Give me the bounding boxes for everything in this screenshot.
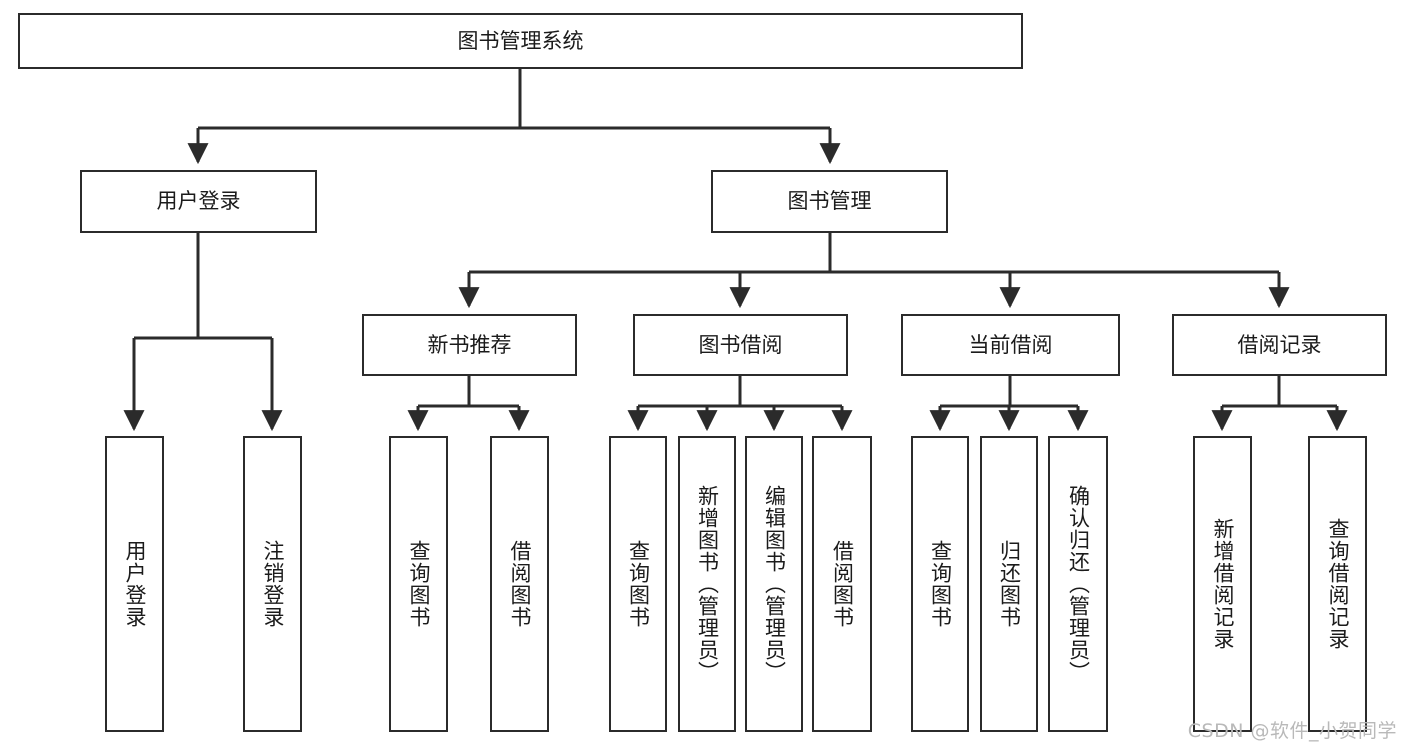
node-leaf-label: 确认归还（管理员） [1066, 485, 1091, 683]
node-leaf-label: 编辑图书（管理员） [762, 485, 787, 683]
node-leaf-book-borrow-query[interactable]: 查询图书 [609, 436, 667, 732]
node-leaf-book-borrow-borrow[interactable]: 借阅图书 [812, 436, 872, 732]
node-root-label: 图书管理系统 [457, 28, 584, 53]
node-leaf-current-borrow-query[interactable]: 查询图书 [911, 436, 969, 732]
node-leaf-label: 注销登录 [261, 540, 285, 628]
node-book-manage[interactable]: 图书管理 [711, 170, 948, 233]
node-leaf-user-login-login[interactable]: 用户登录 [105, 436, 164, 732]
node-leaf-current-borrow-return[interactable]: 归还图书 [980, 436, 1038, 732]
node-book-manage-label: 图书管理 [787, 189, 872, 214]
node-leaf-label: 借阅图书 [830, 540, 855, 628]
node-leaf-label: 查询图书 [407, 540, 431, 628]
node-leaf-label: 借阅图书 [508, 540, 532, 628]
node-leaf-label: 查询图书 [626, 540, 651, 628]
node-leaf-label: 新增图书（管理员） [695, 485, 720, 683]
node-leaf-new-book-borrow[interactable]: 借阅图书 [490, 436, 549, 732]
node-leaf-borrow-record-query[interactable]: 查询借阅记录 [1308, 436, 1367, 732]
node-current-borrow-label: 当前借阅 [968, 332, 1053, 357]
node-new-book-recommend-label: 新书推荐 [427, 332, 512, 357]
node-leaf-label: 查询借阅记录 [1326, 518, 1350, 650]
node-leaf-label: 查询图书 [928, 540, 953, 628]
node-leaf-user-login-logout[interactable]: 注销登录 [243, 436, 302, 732]
node-leaf-book-borrow-add[interactable]: 新增图书（管理员） [678, 436, 736, 732]
node-leaf-new-book-query[interactable]: 查询图书 [389, 436, 448, 732]
node-book-borrow[interactable]: 图书借阅 [633, 314, 848, 376]
node-book-borrow-label: 图书借阅 [698, 332, 783, 357]
node-borrow-record-label: 借阅记录 [1237, 332, 1322, 357]
node-leaf-current-borrow-confirm[interactable]: 确认归还（管理员） [1048, 436, 1108, 732]
node-user-login-label: 用户登录 [156, 189, 241, 214]
node-leaf-book-borrow-edit[interactable]: 编辑图书（管理员） [745, 436, 803, 732]
node-new-book-recommend[interactable]: 新书推荐 [362, 314, 577, 376]
node-root[interactable]: 图书管理系统 [18, 13, 1023, 69]
node-current-borrow[interactable]: 当前借阅 [901, 314, 1120, 376]
node-leaf-label: 新增借阅记录 [1211, 518, 1235, 650]
node-leaf-label: 用户登录 [123, 540, 147, 628]
node-leaf-label: 归还图书 [997, 540, 1022, 628]
node-user-login[interactable]: 用户登录 [80, 170, 317, 233]
node-borrow-record[interactable]: 借阅记录 [1172, 314, 1387, 376]
node-leaf-borrow-record-add[interactable]: 新增借阅记录 [1193, 436, 1252, 732]
